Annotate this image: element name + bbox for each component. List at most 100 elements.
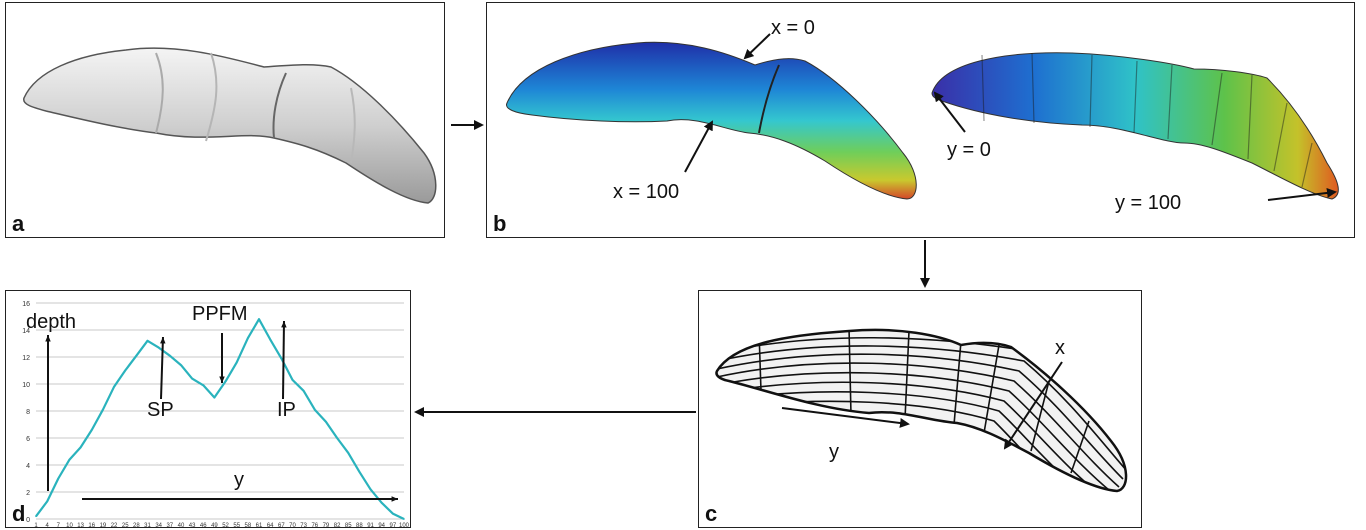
y0-pointer <box>933 91 966 133</box>
data-point <box>258 318 260 320</box>
data-point <box>157 346 160 349</box>
x-tick-label: 46 <box>200 523 207 527</box>
data-point <box>347 452 350 454</box>
c-y-direction-arrow <box>781 407 910 428</box>
x-tick-label: 64 <box>267 523 274 527</box>
panel-c: c x y <box>698 290 1142 528</box>
x-tick-label: 31 <box>144 523 151 527</box>
data-point <box>46 500 48 503</box>
x-tick-label: 88 <box>356 523 363 527</box>
data-point <box>235 361 238 364</box>
ppfm-pointer-head <box>219 376 225 383</box>
data-point <box>336 437 338 439</box>
data-point <box>325 421 327 423</box>
sp-pointer <box>160 336 164 400</box>
x-tick-label: 91 <box>367 523 374 527</box>
y-tick-label: 2 <box>26 490 30 497</box>
data-point <box>191 377 193 380</box>
x-tick-label: 58 <box>245 523 252 527</box>
y-tick-label: 8 <box>26 409 30 416</box>
x-tick-label: 52 <box>222 523 229 527</box>
x-tick-label: 10 <box>66 523 73 527</box>
y-tick-label: 4 <box>26 463 30 470</box>
data-point <box>124 369 127 372</box>
depth-annotation: depth <box>26 311 77 333</box>
data-point <box>291 379 294 381</box>
brain-region-surface-render <box>23 47 437 204</box>
c-x-annotation: x <box>1055 337 1065 359</box>
x-tick-label: 34 <box>155 523 162 527</box>
data-point <box>202 384 205 387</box>
x-tick-label: 1 <box>34 523 38 527</box>
data-point <box>169 354 171 357</box>
data-point <box>380 502 383 504</box>
x-tick-label: 7 <box>57 523 61 527</box>
x-tick-label: 25 <box>122 523 129 527</box>
y100-pointer <box>1267 187 1337 201</box>
colormap-y-render <box>931 52 1339 200</box>
x-tick-label: 49 <box>211 523 218 527</box>
y100-annotation: y = 100 <box>1115 192 1182 214</box>
ip-pointer-head <box>281 321 287 328</box>
data-point <box>403 518 405 520</box>
x-tick-label: 43 <box>189 523 196 527</box>
x0-annotation: x = 0 <box>771 17 815 39</box>
c-x-direction-arrow <box>1003 361 1063 450</box>
x100-annotation: x = 100 <box>613 181 680 203</box>
data-point <box>135 354 138 357</box>
panel-a: a <box>5 2 445 238</box>
data-point <box>358 470 361 473</box>
x-tick-label: 13 <box>77 523 84 527</box>
data-point <box>180 364 182 366</box>
y-axis-arrow-head <box>391 496 398 502</box>
data-point <box>302 389 305 392</box>
x-tick-label: 40 <box>178 523 185 527</box>
data-point <box>79 446 82 449</box>
x-tick-label: 61 <box>256 523 263 527</box>
y-tick-label: 10 <box>22 382 30 389</box>
x-tick-label: 82 <box>334 523 341 527</box>
x-tick-label: 55 <box>233 523 240 527</box>
x-tick-label: 16 <box>88 523 95 527</box>
ip-annotation: IP <box>277 399 296 421</box>
y0-annotation: y = 0 <box>947 139 991 161</box>
contour-grid-render <box>715 328 1128 493</box>
y-tick-label: 12 <box>22 355 30 362</box>
x-tick-label: 100 <box>399 523 410 527</box>
data-point <box>213 396 216 399</box>
x-tick-label: 97 <box>390 523 397 527</box>
data-point <box>269 338 271 341</box>
data-point <box>313 408 316 411</box>
x-tick-label: 79 <box>323 523 330 527</box>
series-line <box>35 318 405 520</box>
ppfm-annotation: PPFM <box>192 303 248 325</box>
data-point <box>68 458 71 461</box>
x-tick-label: 28 <box>133 523 140 527</box>
data-point <box>146 340 149 342</box>
sp-pointer-head <box>160 337 166 344</box>
panel-b-label: b <box>493 211 507 236</box>
x0-pointer <box>743 33 771 60</box>
depth-axis-arrow-head <box>45 335 51 342</box>
c-y-annotation: y <box>829 441 839 463</box>
panel-d-label: d <box>12 501 26 526</box>
data-point <box>224 380 227 383</box>
x-tick-label: 4 <box>45 523 49 527</box>
y-tick-label: 16 <box>22 301 30 308</box>
x-tick-label: 67 <box>278 523 285 527</box>
ip-pointer <box>282 320 285 400</box>
data-point <box>90 429 93 431</box>
data-point <box>102 408 104 411</box>
x-tick-label: 22 <box>111 523 118 527</box>
data-point <box>280 357 283 360</box>
y-tick-label: 14 <box>22 328 30 335</box>
x-tick-label: 76 <box>311 523 318 527</box>
x-tick-label: 73 <box>300 523 307 527</box>
x100-pointer <box>684 120 713 173</box>
data-point <box>369 488 372 491</box>
data-point <box>35 515 37 518</box>
panel-a-label: a <box>12 211 25 236</box>
x-tick-label: 85 <box>345 523 352 527</box>
